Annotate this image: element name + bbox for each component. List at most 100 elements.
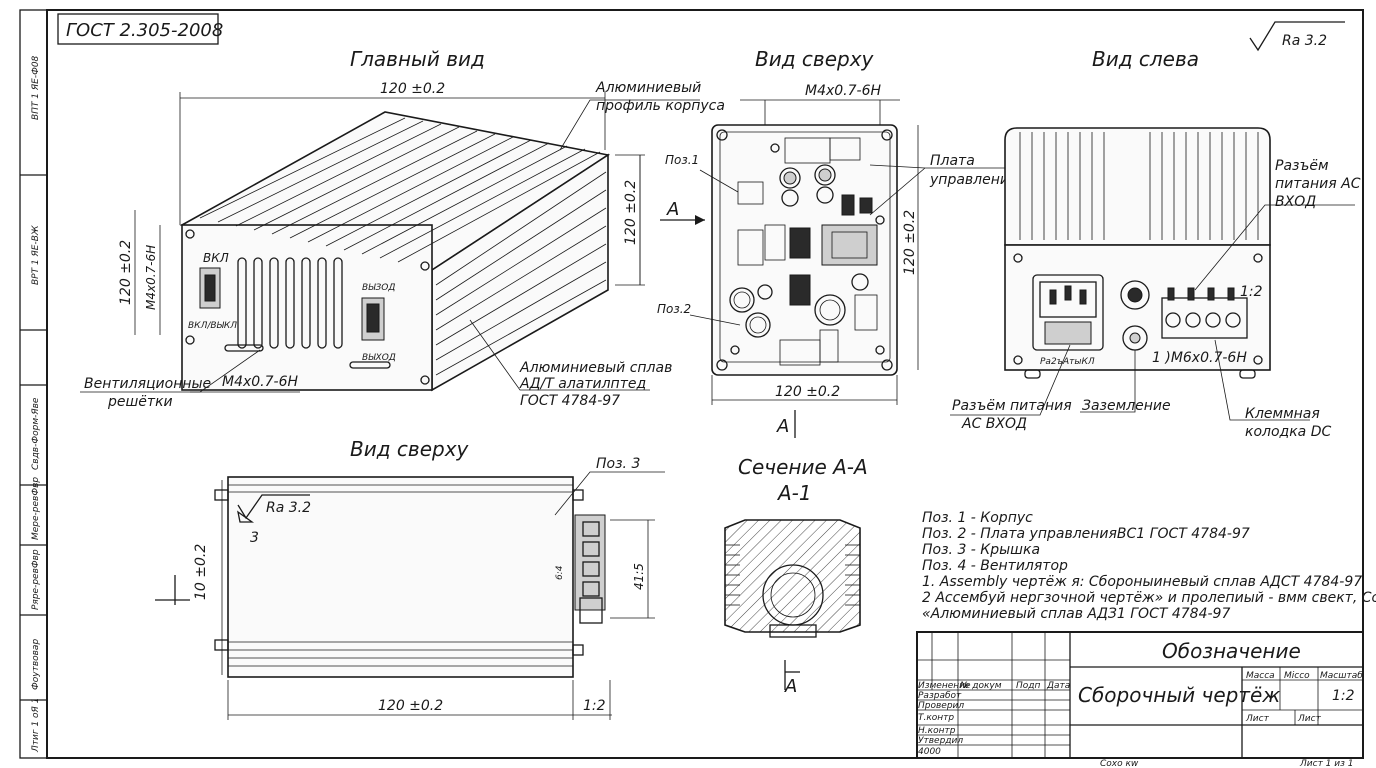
margin-label-5: Фоутвовар — [31, 639, 41, 690]
left-switch-label: Ра2ъАтыКЛ — [1040, 357, 1095, 367]
roughness-label: Ra 3.2 — [1282, 33, 1327, 49]
main-callout-alloy-l2: АД/Т алатилптед — [519, 376, 646, 392]
top2-dim-width: 120 ±0.2 — [378, 698, 443, 714]
tb-row-2: Проверил — [918, 701, 964, 711]
margin-label-6: Лтиг 1 оЯ 1 — [31, 698, 41, 753]
left-callout-power-l2: AC ВХОД — [961, 416, 1027, 432]
note-6: «Алюминиевый сплав АДЗ1 ГОСТ 4784-97 — [922, 606, 1230, 622]
main-label-onoff: ВКЛ/ВЫКЛ — [188, 321, 237, 331]
board-callout-l1: Плата — [930, 153, 975, 169]
tb-row-5: Утвердил — [918, 736, 963, 746]
standard-box — [57, 13, 219, 45]
main-label-out-bottom: ВЫХОД — [362, 353, 396, 363]
dc-terminal-block — [1161, 297, 1248, 339]
left-callout-terminal-l1: Клеммная — [1245, 406, 1320, 422]
left-thread: 1 )M6x0.7-6H — [1152, 350, 1247, 366]
tb-row-1: Разработ — [918, 691, 962, 701]
top-dim-height: 120 ±0.2 — [902, 210, 918, 275]
left-callout-connector-l1: Разъём — [1275, 158, 1329, 174]
top2-dim-terminal2: 6:4 — [555, 565, 565, 580]
tb-row-6: 4000 — [918, 747, 941, 757]
note-4: 1. Assembly чертёж я: Сбороныиневый спла… — [922, 574, 1362, 590]
ground-terminal — [1120, 280, 1150, 310]
left-terminal-label: 1:2 — [1240, 284, 1263, 300]
pos2-label: Поз.2 — [657, 302, 691, 316]
main-label-out-top: ВЫЗОД — [362, 283, 395, 293]
main-dim-thread: M4x0.7-6H — [144, 245, 158, 310]
left-margin-dividers — [20, 174, 47, 701]
left-callout-terminal-l2: колодка DC — [1245, 424, 1331, 440]
left-view-title: Вид слева — [1092, 47, 1199, 71]
tb-bottom-left: Сохо кw — [1100, 759, 1139, 768]
main-vents — [237, 257, 343, 349]
main-dim-bottom: M4x0.7-6H — [190, 374, 300, 393]
top2-dim-terminal: 41:5 — [632, 563, 646, 590]
top2-view-title: Вид сверху — [350, 437, 470, 461]
top-view-dims: M4x0.7-6H 120 ±0.2 120 ±0.2 120 ±0.2 — [623, 83, 919, 405]
top2-dim-height: 10 ±0.2 — [193, 544, 209, 600]
top2-enclosure — [214, 476, 606, 678]
tb-col-0: № докум — [959, 681, 1002, 691]
tb-name: Сборочный чертёж — [1078, 683, 1280, 707]
tb-col-1: Подп — [1016, 681, 1040, 691]
note-1: Поз. 2 - Плата управленияВС1 ГОСТ 4784-9… — [922, 526, 1250, 542]
top2-roughness-note: 3 — [250, 530, 259, 546]
top2-dim-side: 1:2 — [583, 698, 606, 714]
main-dim-height: 120 ±0.2 — [118, 240, 134, 305]
note-3: Поз. 4 - Вентилятор — [922, 558, 1068, 574]
tb-row-4: Н.контр — [918, 726, 956, 736]
main-dim-width: 120 ±0.2 — [380, 81, 445, 97]
top-dim-height-left: 120 ±0.2 — [623, 180, 639, 245]
tb-row-3: Т.контр — [918, 713, 954, 723]
top2-roughness: Ra 3.2 3 — [237, 494, 311, 546]
left-margin-labels: ВПТ 1 ЯЕ-Ф08 ВРТ 1 ЯЕ-ВЖ Свдв-Форм-Яве М… — [31, 55, 41, 753]
pos3-label: Поз. 3 — [596, 456, 640, 472]
standard-label: ГОСТ 2.305-2008 — [66, 20, 223, 41]
top2-pos3-callout: Поз. 3 — [554, 456, 665, 516]
top-dim-width: 120 ±0.2 — [775, 384, 840, 400]
margin-label-0: ВПТ 1 ЯЕ-Ф08 — [31, 55, 41, 120]
margin-label-3: Мере-ревФвр — [31, 477, 41, 540]
tb-designation: Обозначение — [1162, 639, 1301, 663]
top-view-title: Вид сверху — [755, 47, 875, 71]
tb-scale: 1:2 — [1332, 688, 1355, 704]
section-subtitle: А-1 — [776, 481, 812, 505]
tb-col-scale: Масштаб — [1320, 671, 1363, 681]
section-mark-top: A — [666, 199, 679, 220]
top-callouts: Поз.1 Поз.2 Плата управления A A — [657, 153, 1017, 438]
top2-roughness-label: Ra 3.2 — [266, 500, 311, 516]
tb-col-mass: Масса — [1246, 671, 1275, 681]
note-0: Поз. 1 - Корпус — [922, 510, 1033, 526]
left-view-enclosure: Ра2ъАтыКЛ 1:2 1 )M6x0.7-6H — [1004, 127, 1271, 379]
left-callout-connector-l3: ВХОД — [1275, 194, 1316, 210]
main-callout-alloy-l1: Алюминиевый сплав — [519, 360, 672, 376]
main-view-enclosure: ВКЛ ВКЛ/ВЫКЛ ВЫЗОД ВЫХОД — [179, 111, 611, 392]
note-5: 2 Ассембуй нергзочной чертёж» и пролепиы… — [922, 590, 1376, 606]
tb-sheet: Лист — [1245, 714, 1270, 724]
main-dim-thread-bottom: M4x0.7-6H — [222, 374, 298, 390]
main-label-on: ВКЛ — [203, 251, 229, 265]
section-mark: A — [784, 676, 797, 697]
tb-bottom-right: Лист 1 из 1 — [1299, 759, 1353, 768]
margin-label-4: Ряре-ревФвр — [31, 549, 41, 610]
board-callout-l2: управления — [929, 172, 1017, 188]
tb-col-massa: Мicco — [1284, 671, 1310, 681]
main-callout-profile-l1: Алюминиевый — [595, 80, 701, 96]
left-callout-power-l1: Разъём питания — [952, 398, 1072, 414]
pos1-label: Поз.1 — [665, 153, 699, 167]
main-callout-alloy-l3: ГОСТ 4784-97 — [520, 393, 620, 409]
main-view-title: Главный вид — [350, 47, 485, 71]
main-callout-vents-l1: Вентиляционные — [84, 376, 211, 392]
left-callout-connector-l2: питания AC — [1275, 176, 1361, 192]
left-callout-ground: Заземление — [1082, 398, 1171, 414]
top2-dims: 10 ±0.2 120 ±0.2 1:2 41:5 6:4 — [155, 480, 655, 720]
top-dim-thread: M4x0.7-6H — [805, 83, 881, 99]
roughness-symbol-top: Ra 3.2 — [1249, 21, 1345, 52]
margin-label-1: ВРТ 1 ЯЕ-ВЖ — [31, 225, 41, 285]
left-margin-strip — [19, 9, 48, 759]
title-block: Изменение Разработ Проверил Т.контр Н.ко… — [916, 631, 1364, 759]
main-callout-profile-l2: профиль корпуса — [596, 98, 725, 114]
pcb-board — [711, 124, 898, 376]
note-2: Поз. 3 - Крышка — [922, 542, 1040, 558]
left-callouts: Разъём питания AC ВХОД Разъём питания AC… — [950, 158, 1361, 440]
